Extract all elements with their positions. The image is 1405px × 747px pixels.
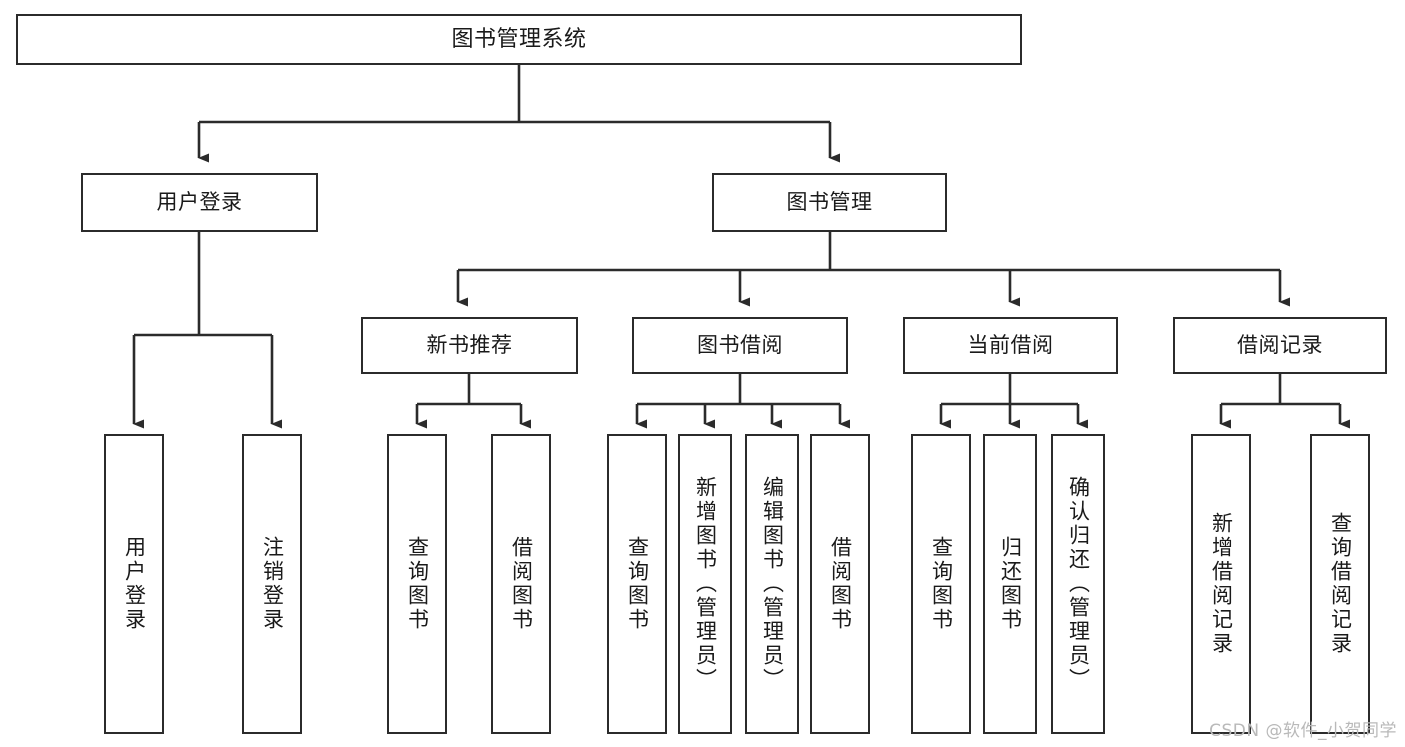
node-leaf-add-borrow-record[interactable]: 新增借阅记录 xyxy=(1191,434,1251,734)
node-leaf-query-book-current[interactable]: 查询图书 xyxy=(911,434,971,734)
node-leaf-borrow-book-label: 借阅图书 xyxy=(828,536,853,632)
node-user-login[interactable]: 用户登录 xyxy=(81,173,318,232)
node-leaf-edit-book-admin-label: 编辑图书（管理员） xyxy=(760,476,785,692)
node-leaf-user-login-label: 用户登录 xyxy=(122,536,147,632)
node-leaf-add-book-admin[interactable]: 新增图书（管理员） xyxy=(678,434,732,734)
node-leaf-query-borrow-record-label: 查询借阅记录 xyxy=(1328,512,1353,656)
node-leaf-logout[interactable]: 注销登录 xyxy=(242,434,302,734)
node-leaf-logout-label: 注销登录 xyxy=(260,536,285,632)
node-new-book-recommend-label: 新书推荐 xyxy=(426,333,513,358)
node-leaf-return-book-label: 归还图书 xyxy=(998,536,1023,632)
node-current-borrow[interactable]: 当前借阅 xyxy=(903,317,1118,374)
node-leaf-edit-book-admin[interactable]: 编辑图书（管理员） xyxy=(745,434,799,734)
node-leaf-add-book-admin-label: 新增图书（管理员） xyxy=(693,476,718,692)
node-leaf-borrow-book-recommend-label: 借阅图书 xyxy=(509,536,534,632)
node-book-management-label: 图书管理 xyxy=(786,190,873,215)
node-leaf-query-book-borrow[interactable]: 查询图书 xyxy=(607,434,667,734)
node-leaf-query-book-current-label: 查询图书 xyxy=(929,536,954,632)
node-root-label: 图书管理系统 xyxy=(451,26,587,52)
node-leaf-confirm-return-admin[interactable]: 确认归还（管理员） xyxy=(1051,434,1105,734)
node-current-borrow-label: 当前借阅 xyxy=(967,333,1054,358)
node-new-book-recommend[interactable]: 新书推荐 xyxy=(361,317,578,374)
node-leaf-user-login[interactable]: 用户登录 xyxy=(104,434,164,734)
node-leaf-add-borrow-record-label: 新增借阅记录 xyxy=(1209,512,1234,656)
node-leaf-borrow-book[interactable]: 借阅图书 xyxy=(810,434,870,734)
node-leaf-confirm-return-admin-label: 确认归还（管理员） xyxy=(1066,476,1091,692)
node-book-management[interactable]: 图书管理 xyxy=(712,173,947,232)
node-leaf-query-book-recommend[interactable]: 查询图书 xyxy=(387,434,447,734)
node-user-login-label: 用户登录 xyxy=(156,190,243,215)
node-leaf-query-borrow-record[interactable]: 查询借阅记录 xyxy=(1310,434,1370,734)
node-book-borrow[interactable]: 图书借阅 xyxy=(632,317,848,374)
node-book-borrow-label: 图书借阅 xyxy=(697,333,783,358)
node-leaf-return-book[interactable]: 归还图书 xyxy=(983,434,1037,734)
node-borrow-record[interactable]: 借阅记录 xyxy=(1173,317,1387,374)
node-root[interactable]: 图书管理系统 xyxy=(16,14,1022,65)
node-leaf-query-book-borrow-label: 查询图书 xyxy=(625,536,650,632)
node-leaf-borrow-book-recommend[interactable]: 借阅图书 xyxy=(491,434,551,734)
node-leaf-query-book-recommend-label: 查询图书 xyxy=(405,536,430,632)
node-borrow-record-label: 借阅记录 xyxy=(1237,333,1323,358)
